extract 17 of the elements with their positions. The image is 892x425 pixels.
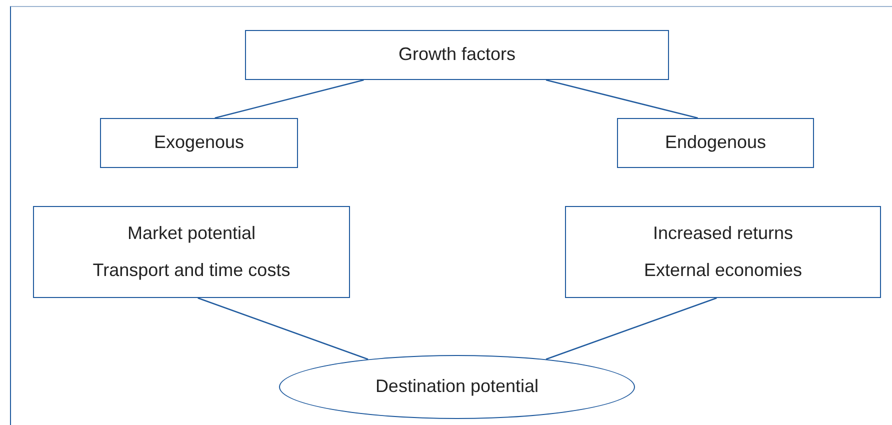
connector-line [198, 297, 368, 360]
text-box [33, 206, 350, 298]
node-text: Transport and time costs [92, 260, 290, 282]
node-text: Destination potential [375, 376, 539, 398]
node-text: Endogenous [664, 132, 766, 154]
node-text: Increased returns [652, 222, 794, 244]
node-text: Growth factors [398, 44, 516, 66]
connector-line [214, 79, 364, 119]
text-box [245, 30, 669, 80]
text-box [100, 118, 298, 168]
connector-line [546, 297, 717, 360]
node-text: Exogenous [154, 132, 244, 154]
text-box [617, 118, 814, 168]
connector-line [546, 79, 698, 119]
node-text: External economies [644, 260, 802, 282]
text-box [565, 206, 881, 298]
node-text: Market potential [127, 222, 256, 244]
